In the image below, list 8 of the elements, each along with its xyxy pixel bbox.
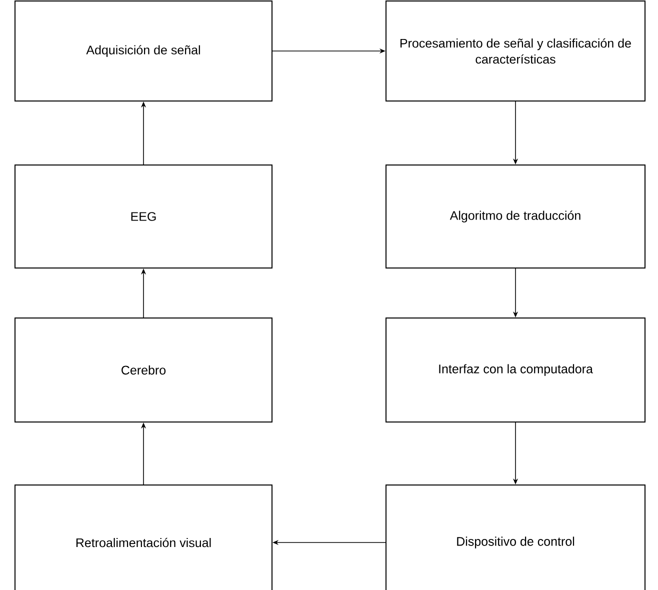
process-box: Procesamiento de señal y clasificación de características [386,0,646,102]
process-box: Adquisición de señal [14,0,272,102]
process-box: Cerebro [14,318,272,422]
process-box: Interfaz con la computadora [386,318,646,422]
process-box: Retroalimentación visual [14,484,272,590]
process-box: Dispositivo de control [386,484,646,590]
process-box: Algoritmo de traducción [386,164,646,268]
process-box: EEG [14,164,272,268]
